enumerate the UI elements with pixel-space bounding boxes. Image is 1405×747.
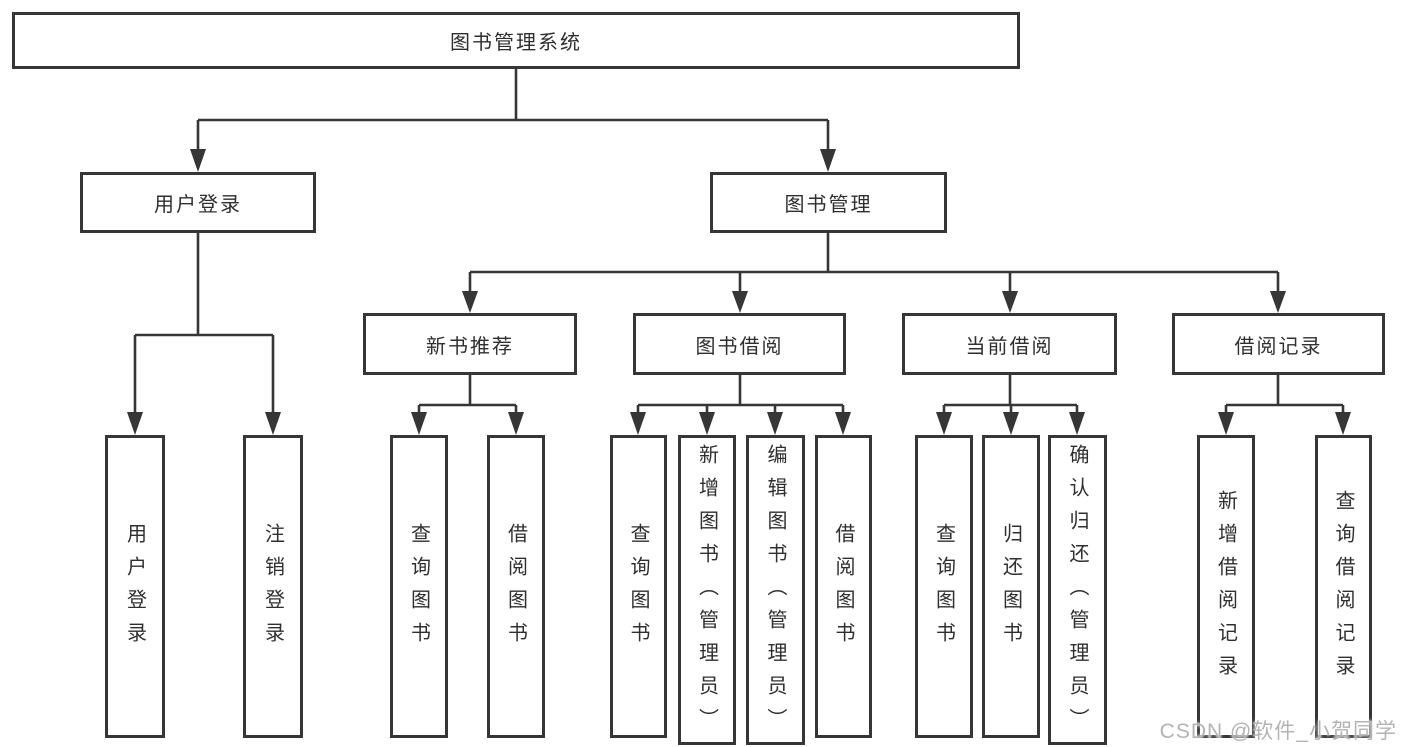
arrowheads bbox=[127, 149, 1351, 435]
leaf-edit-books-admin: 编辑图书（管理员） bbox=[746, 435, 805, 745]
leaf-user-login: 用户登录 bbox=[105, 435, 165, 738]
edge-user-login-to-leaves bbox=[133, 233, 275, 415]
leaf-query-borrow-record: 查询借阅记录 bbox=[1315, 435, 1372, 738]
leaf-confirm-return-admin: 确认归还（管理员） bbox=[1048, 435, 1107, 745]
leaf-return-books: 归还图书 bbox=[982, 435, 1040, 738]
leaf-borrow-books-2: 借阅图书 bbox=[815, 435, 872, 738]
node-user-login-group: 用户登录 bbox=[80, 172, 316, 233]
edge-current-borrow-to-leaves bbox=[942, 375, 1079, 415]
node-current-borrow: 当前借阅 bbox=[902, 313, 1117, 375]
leaf-query-books-1: 查询图书 bbox=[390, 435, 448, 738]
edge-new-book-recommend-to-leaves bbox=[417, 375, 518, 415]
csdn-watermark: CSDN @软件_小贺同学 bbox=[1159, 720, 1397, 743]
leaf-borrow-books-1: 借阅图书 bbox=[487, 435, 545, 738]
node-book-borrow: 图书借阅 bbox=[633, 313, 846, 375]
leaf-add-borrow-record: 新增借阅记录 bbox=[1197, 435, 1255, 738]
node-book-management: 图书管理 bbox=[710, 172, 947, 233]
node-borrow-records: 借阅记录 bbox=[1172, 313, 1385, 375]
leaf-add-books-admin: 新增图书（管理员） bbox=[678, 435, 736, 745]
leaf-query-books-2: 查询图书 bbox=[610, 435, 667, 738]
node-new-book-recommend: 新书推荐 bbox=[363, 313, 577, 375]
edge-borrow-records-to-leaves bbox=[1224, 375, 1345, 415]
edge-root-to-level2 bbox=[196, 69, 830, 152]
leaf-query-books-3: 查询图书 bbox=[915, 435, 973, 738]
edge-book-management-to-level3 bbox=[468, 233, 1280, 295]
node-root-system: 图书管理系统 bbox=[12, 12, 1020, 69]
leaf-logout: 注销登录 bbox=[243, 435, 303, 738]
edge-book-borrow-to-leaves bbox=[636, 375, 845, 415]
